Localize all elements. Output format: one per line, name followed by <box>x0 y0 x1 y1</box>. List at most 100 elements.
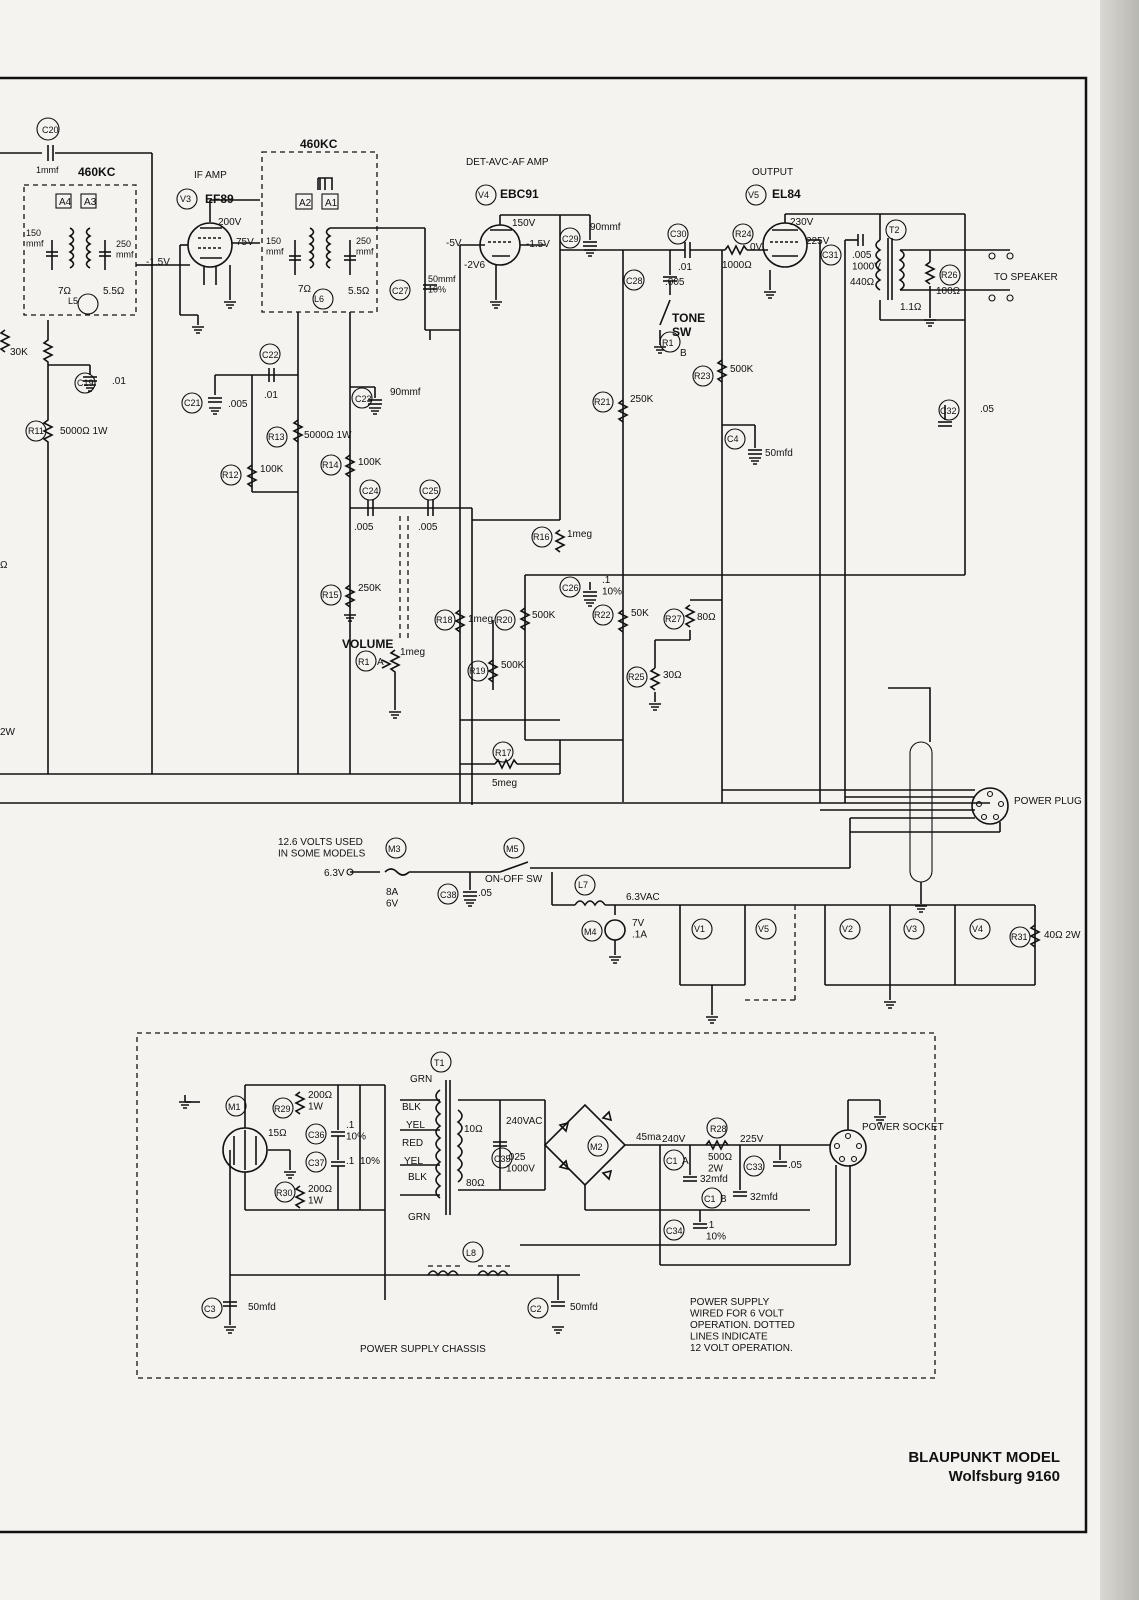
r22-ref: R22 <box>594 610 611 620</box>
c24-ref: C24 <box>362 486 379 496</box>
c30-value: .01 <box>678 262 692 273</box>
c1b-value: 32mfd <box>750 1192 778 1203</box>
c3-ref: C3 <box>204 1304 216 1314</box>
r10-ohm-label: 10Ω <box>464 1124 483 1135</box>
r1a-suffix: A <box>377 657 384 668</box>
l5-freq-label: 460KC <box>78 165 116 179</box>
r15-resistor <box>344 584 356 608</box>
r1a-value: 1meg <box>400 647 425 658</box>
c36-ref: C36 <box>308 1130 325 1140</box>
v240ac-label: 240VAC <box>506 1116 543 1127</box>
l6-r1-label: 7Ω <box>298 284 312 295</box>
r13-value: 5000Ω 1W <box>304 430 352 441</box>
c28-ref: C28 <box>626 276 643 286</box>
r21-ref: R21 <box>594 397 611 407</box>
power-socket-label: POWER SOCKET <box>862 1122 944 1133</box>
power-supply-chassis-label: POWER SUPPLY CHASSIS <box>360 1344 486 1355</box>
heater-tube-v2: V2 <box>842 924 853 934</box>
r20-value: 500K <box>532 610 556 621</box>
c27-ref: C27 <box>392 286 409 296</box>
c32-value: .05 <box>980 404 994 415</box>
left-30k-label: 30K <box>10 347 28 358</box>
supply-voltage-label: 6.3V <box>324 868 345 879</box>
wire-yel-2: YEL <box>404 1156 423 1167</box>
r29-resistor <box>294 1091 306 1115</box>
r27-value: 80Ω <box>697 612 716 623</box>
r12-resistor <box>246 464 258 488</box>
c22-ref: C22 <box>262 350 279 360</box>
v3-type: EF89 <box>205 192 234 206</box>
r13-ref: R13 <box>268 432 285 442</box>
left-2w-label: 2W <box>0 727 16 738</box>
left-30k-resistor <box>0 329 11 353</box>
wire-grn-1: GRN <box>410 1074 432 1085</box>
r12-value: 100K <box>260 464 284 475</box>
l5-shield-box <box>23 184 137 316</box>
r25-ref: R25 <box>628 672 645 682</box>
v3-tube-envelope <box>187 222 233 268</box>
c1b-ref: C1 <box>704 1194 716 1204</box>
l7-choke <box>574 900 606 907</box>
r23-resistor <box>716 359 728 383</box>
r1a-ref: R1 <box>358 657 370 667</box>
power-plug-connector <box>971 787 1009 825</box>
l6-freq-label: 460KC <box>300 137 338 151</box>
m3-ref: M3 <box>388 844 401 854</box>
c30-ref: C30 <box>670 229 687 239</box>
c38-ref: C38 <box>440 890 457 900</box>
volume-pot <box>389 649 401 710</box>
speaker-terminal <box>1006 252 1014 260</box>
r1b-ref: R1 <box>662 338 674 348</box>
c20-value: 1mmf <box>36 165 59 175</box>
c22-value: .01 <box>264 390 278 401</box>
model-title-line1: BLAUPUNKT MODEL <box>908 1449 1060 1466</box>
l5-secondary-coil <box>85 227 92 269</box>
volume-label: VOLUME <box>342 637 393 651</box>
r17-ref: R17 <box>495 748 512 758</box>
power-plug-label: POWER PLUG <box>1014 796 1082 807</box>
c29-ref: C29 <box>562 234 579 244</box>
r27-resistor <box>684 604 696 628</box>
r19-resistor <box>487 659 499 683</box>
t2-secondary-label: 1.1Ω <box>900 302 922 313</box>
v4-c-voltage: -2V6 <box>464 260 486 271</box>
l6-secondary-coil <box>325 227 332 269</box>
c37-value: .1 <box>346 1156 355 1167</box>
r19-value: 500K <box>501 660 525 671</box>
r11-ref: R11 <box>28 426 44 436</box>
v4-a-voltage: -5V <box>446 238 462 249</box>
r23-value: 500K <box>730 364 754 375</box>
r20-resistor <box>519 607 531 631</box>
heater-tube-v1: V1 <box>694 924 705 934</box>
r28-ref: R28 <box>710 1124 727 1134</box>
c25-ref: C25 <box>422 486 439 496</box>
m4-ref: M4 <box>584 927 597 937</box>
c31-ref: C31 <box>822 250 839 260</box>
r18-value: 1meg <box>468 614 493 625</box>
r18-resistor <box>454 609 466 633</box>
v3-ref: V3 <box>180 194 191 204</box>
ground-symbol <box>84 249 936 1334</box>
c23-ref: C23 <box>355 394 372 404</box>
c21-value: .005 <box>228 399 248 410</box>
m2-ref: M2 <box>590 1142 603 1152</box>
wire-blk-1: BLK <box>402 1102 421 1113</box>
to-speaker-label: TO SPEAKER <box>994 272 1058 283</box>
r17-resistor <box>494 758 518 770</box>
r21-resistor <box>617 399 629 423</box>
c23-value: 90mmf <box>390 387 421 398</box>
c26-ref: C26 <box>562 583 579 593</box>
l5-r1-label: 7Ω <box>58 286 72 297</box>
c25-value: .005 <box>418 522 438 533</box>
r16-value: 1meg <box>567 529 592 540</box>
l6-shield-box <box>261 151 378 313</box>
r24-ref: R24 <box>735 229 752 239</box>
r23-ref: R23 <box>694 371 711 381</box>
r80-ohm-label: 80Ω <box>466 1178 485 1189</box>
